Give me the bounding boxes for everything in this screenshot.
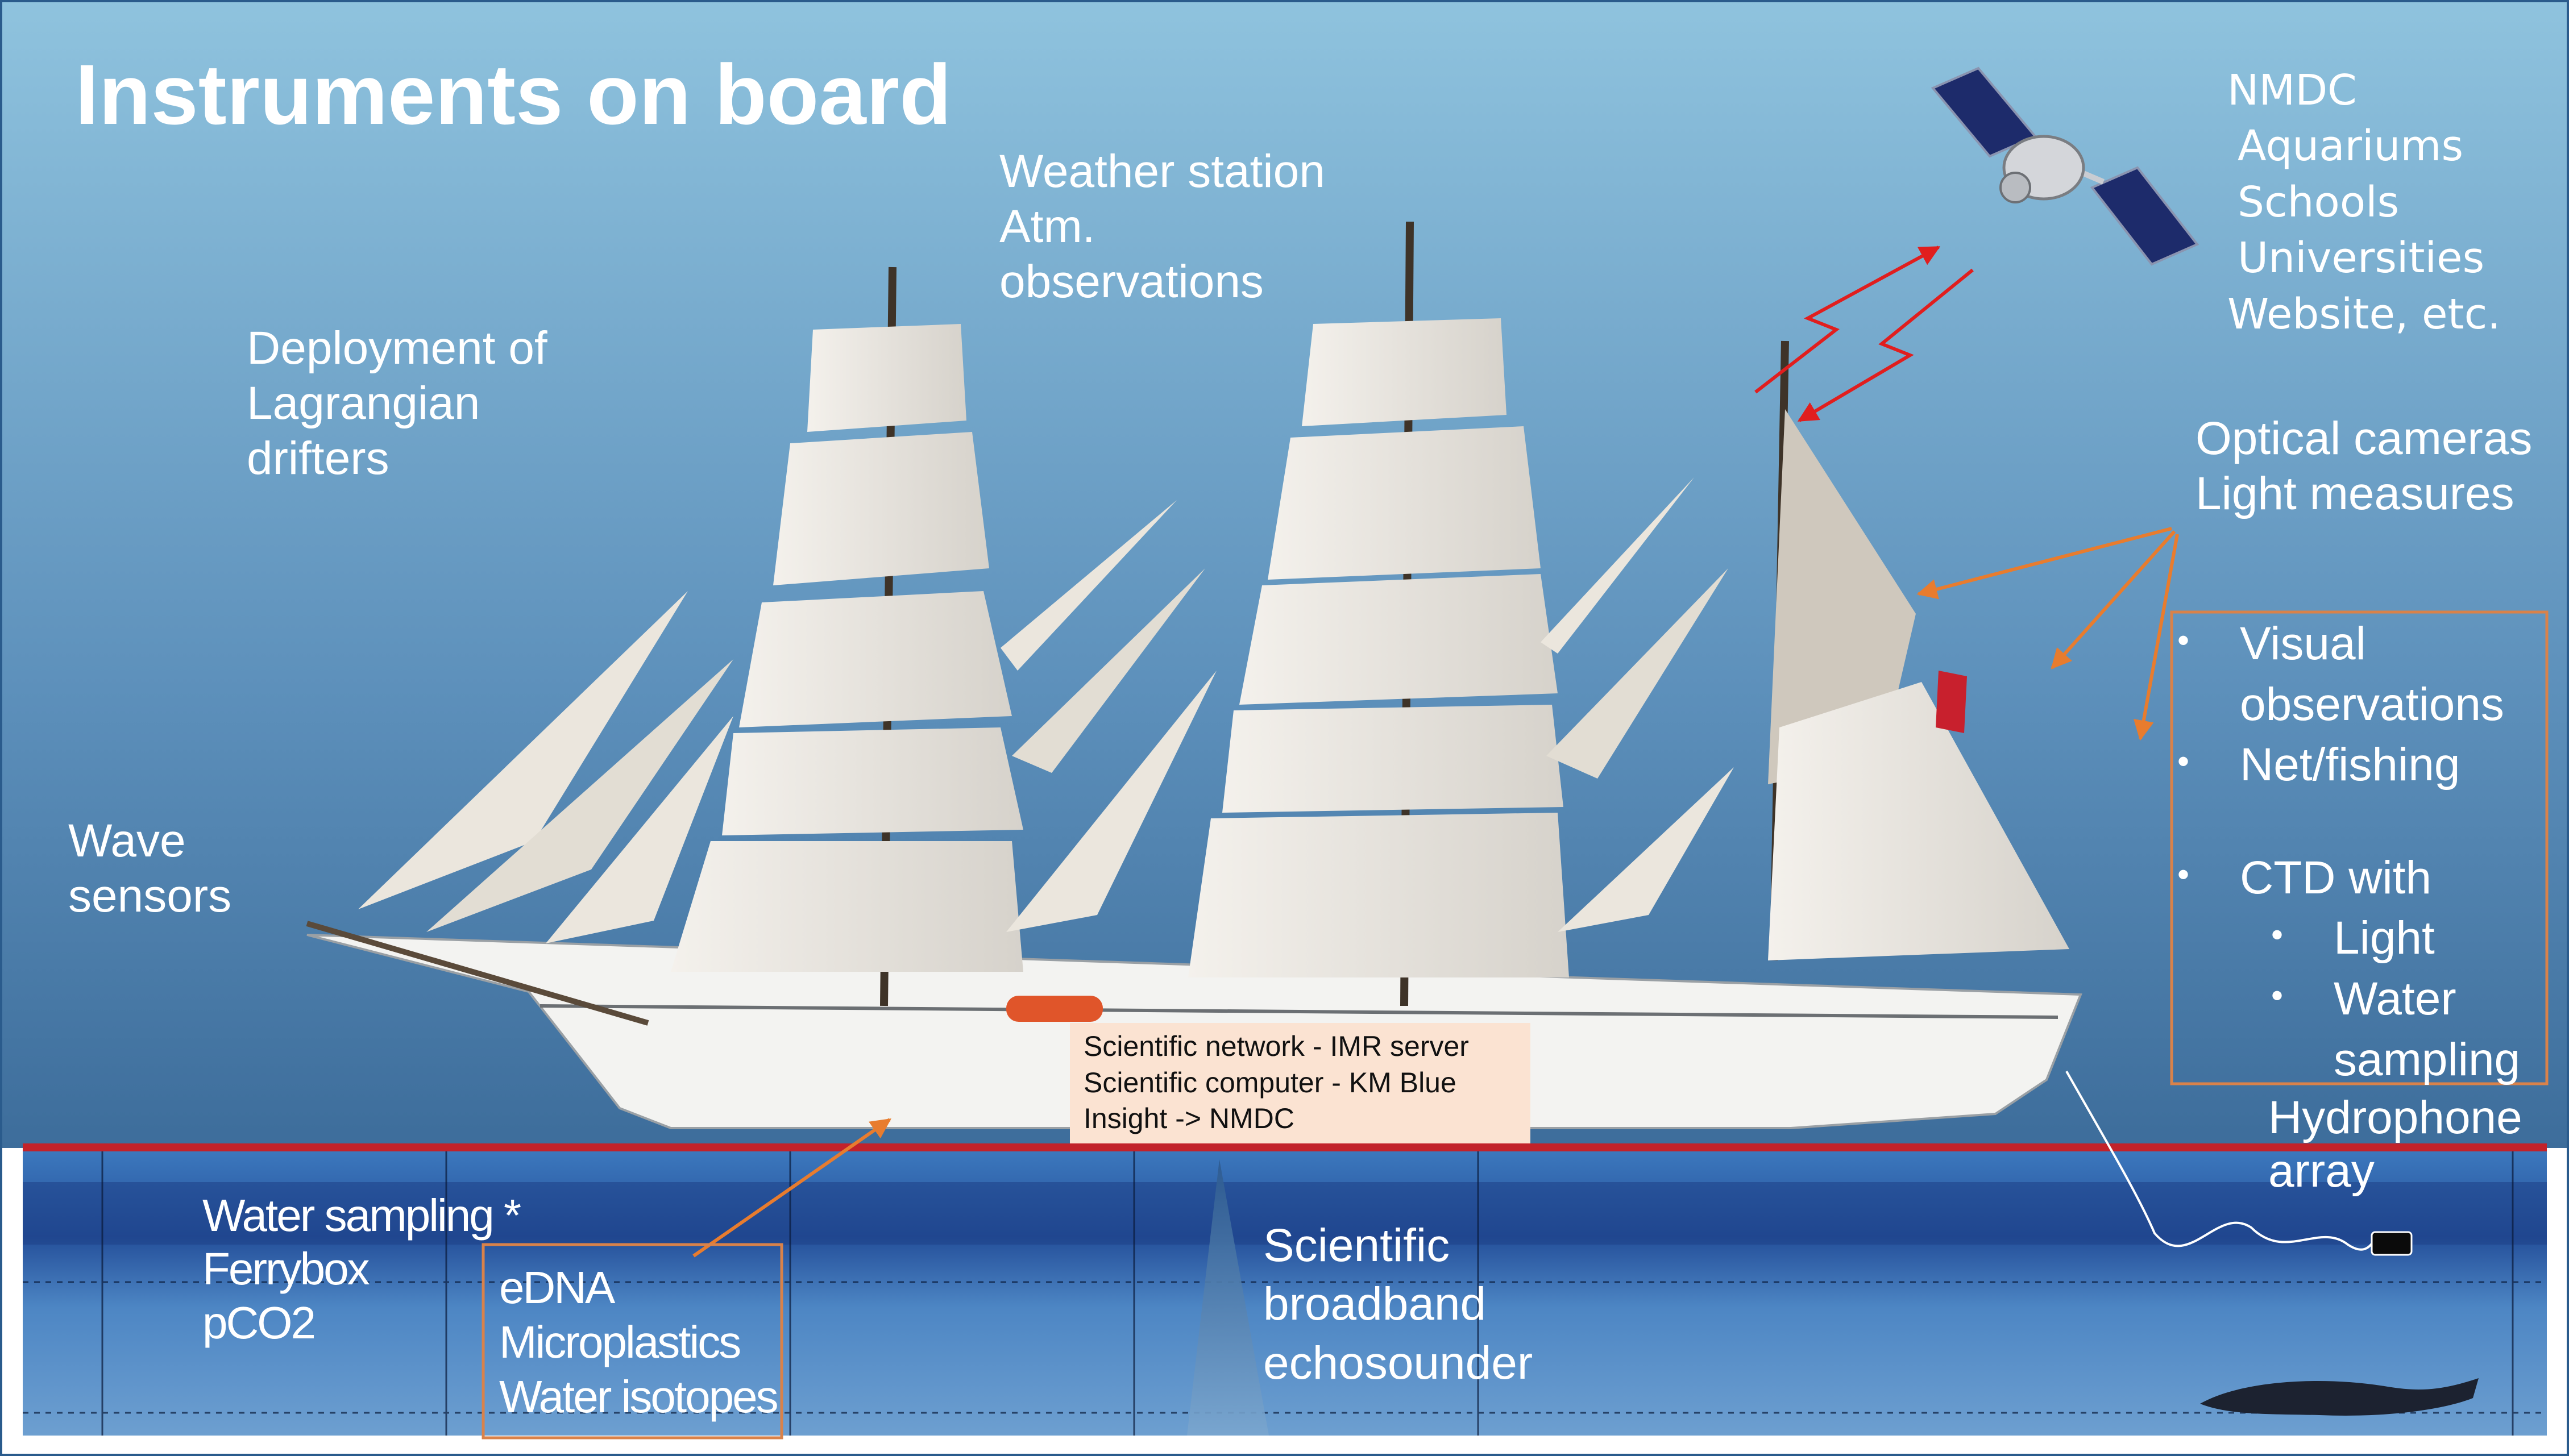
- optical-cameras-label: Optical cameras Light measures: [2196, 411, 2532, 522]
- jib-2: [426, 659, 733, 932]
- staysail-fore-3: [1006, 671, 1217, 932]
- obs-net: Net/fishing: [2177, 735, 2520, 796]
- water-sampling-label: Water sampling * Ferrybox pCO2: [202, 1189, 521, 1350]
- mizzen-spanker: [1768, 682, 2069, 960]
- wave-sensors-line-1: Wave: [68, 815, 186, 867]
- echogram-grid: [23, 1151, 2547, 1436]
- echosounder-label: Scientific broadband echosounder: [1263, 1216, 1533, 1392]
- bowsprit: [306, 921, 649, 1026]
- main-sail-5: [1188, 813, 1569, 977]
- arrow-to-side: [2051, 530, 2176, 669]
- water-sampling-line-2: Ferrybox: [202, 1243, 370, 1295]
- staysail-fore-2: [1012, 568, 1205, 773]
- hydrophone-line-1: Hydrophone: [2268, 1092, 2522, 1143]
- main-sail-2: [1268, 426, 1541, 580]
- staysail-main-3: [1558, 767, 1734, 932]
- network-line-2: Scientific computer - KM Blue: [1084, 1066, 1456, 1099]
- data-users-line-1: NMDC: [2227, 66, 2357, 115]
- optical-line-2: Light measures: [2196, 467, 2514, 519]
- lagrangian-label: Deployment of Lagrangian drifters: [247, 321, 547, 486]
- data-users-line-4: Universities: [2238, 234, 2485, 283]
- data-users-label: NMDC Aquariums Schools Universities Webs…: [2227, 63, 2501, 342]
- wave-sensors-line-2: sensors: [68, 870, 232, 922]
- sample-line-2: Microplastics: [499, 1317, 741, 1367]
- fore-sail-1: [807, 324, 966, 432]
- link-uplink-arrow: [1754, 246, 1941, 394]
- observations-box-frame: [2170, 610, 2549, 1085]
- echosounder-beam: [1187, 1159, 1269, 1436]
- jib-3: [546, 716, 733, 943]
- obs-light: Light: [2177, 908, 2520, 969]
- fore-sail-5: [671, 841, 1023, 972]
- arrow-to-box: [2134, 534, 2179, 741]
- main-sail-3: [1239, 574, 1558, 705]
- satellite-panel-right: [2090, 166, 2199, 266]
- whale-icon: [2200, 1378, 2479, 1416]
- obs-visual: Visual: [2177, 614, 2520, 675]
- water-sampling-line-3: pCO2: [202, 1297, 316, 1348]
- hydrophone-cable: [2065, 1071, 2375, 1251]
- weather-station-line-2: Atm.: [999, 200, 1095, 252]
- sample-line-1: eDNA: [499, 1262, 615, 1313]
- page-title: Instruments on board: [75, 47, 952, 142]
- hydrophone-unit: [2371, 1231, 2413, 1256]
- echosounder-line-1: Scientific: [1263, 1220, 1450, 1271]
- weather-station-line-1: Weather station: [999, 145, 1325, 197]
- obs-visual-cont: observations: [2240, 678, 2504, 730]
- network-line-3: Insight -> NMDC: [1084, 1103, 1294, 1134]
- optical-line-1: Optical cameras: [2196, 413, 2533, 464]
- jib-1: [358, 591, 688, 909]
- echosounder-line-3: echosounder: [1263, 1337, 1533, 1389]
- sample-box-frame: [482, 1243, 783, 1440]
- arrow-to-mizzen: [1916, 527, 2172, 600]
- norwegian-flag: [1936, 671, 1967, 733]
- main-sail-4: [1222, 705, 1563, 813]
- data-users-line-2: Aquariums: [2238, 122, 2464, 171]
- staysail-main-2: [1546, 568, 1728, 779]
- scientific-network-box: Scientific network - IMR server Scientif…: [1070, 1023, 1530, 1143]
- hydrophone-line-2: array: [2268, 1145, 2375, 1197]
- sample-box-label: eDNA Microplastics Water isotopes: [499, 1261, 779, 1424]
- lagrangian-line-1: Deployment of: [247, 322, 547, 374]
- obs-ctd: CTD with: [2177, 848, 2520, 909]
- waterline-red: [23, 1143, 2547, 1151]
- staysail-fore-1: [1001, 500, 1177, 671]
- obs-water-cont: sampling: [2334, 1033, 2521, 1085]
- arrow-to-sampling: [692, 1118, 891, 1258]
- hydrophone-label: Hydrophone array: [2268, 1091, 2522, 1199]
- echogram-scatter-layer: [23, 1182, 2547, 1245]
- data-users-line-5: Website, etc.: [2227, 289, 2501, 339]
- fore-sail-3: [739, 591, 1012, 727]
- lagrangian-line-3: drifters: [247, 432, 389, 484]
- obs-gap: [2177, 796, 2520, 848]
- data-users-line-3: Schools: [2238, 177, 2400, 227]
- mizzen-gaff-sail: [1768, 409, 1916, 784]
- obs-water: Water: [2177, 969, 2520, 1030]
- link-downlink-arrow: [1797, 268, 1974, 422]
- observations-list: Visual observations Net/fishing CTD with…: [2177, 614, 2520, 1090]
- fore-sail-4: [722, 727, 1023, 835]
- weather-station-line-3: observations: [999, 255, 1264, 307]
- staysail-main-1: [1541, 477, 1694, 654]
- lifeboat: [1006, 996, 1103, 1022]
- main-sail-1: [1302, 318, 1506, 426]
- satellite-icon: [1931, 66, 2199, 266]
- weather-station-label: Weather station Atm. observations: [999, 144, 1325, 309]
- echosounder-line-2: broadband: [1263, 1278, 1487, 1330]
- water-sampling-line-1: Water sampling *: [202, 1190, 521, 1241]
- sample-line-3: Water isotopes: [499, 1371, 779, 1422]
- wave-sensors-label: Wave sensors: [68, 814, 231, 924]
- ship-deckline: [539, 1004, 2058, 1019]
- lagrangian-line-2: Lagrangian: [247, 377, 480, 429]
- network-line-1: Scientific network - IMR server: [1084, 1030, 1469, 1062]
- fore-sail-2: [773, 432, 989, 585]
